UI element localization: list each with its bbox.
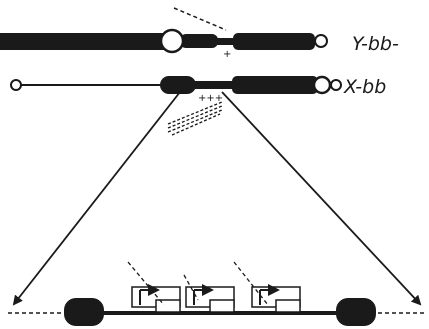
y-chromosome-left-arm (0, 33, 170, 50)
zoom-right-heterochromatin (336, 298, 376, 326)
x-plus-signs: +++ (198, 93, 223, 104)
y-plus-sign: + (223, 49, 231, 60)
zoom-left-heterochromatin (64, 298, 104, 326)
zoom-arrow-right (221, 91, 422, 306)
x-chromosome-right-telomere (330, 79, 342, 91)
promoter-arrow-3-icon (259, 284, 280, 305)
y-chromosome-label: Y-bb- (352, 33, 399, 55)
x-chromosome: +++ X-bb (10, 75, 386, 104)
y-chromosome-telomere (314, 34, 328, 48)
y-centromere-circle (159, 28, 185, 54)
x-chromosome-heterochromatin-block (160, 76, 196, 94)
x-chromosome-nucleolar-segment (194, 81, 232, 89)
promoter-arrow-2-icon (193, 284, 214, 305)
rdna-repeat-unit-3 (233, 261, 301, 313)
y-chromosome-narrow-segment (215, 38, 237, 45)
x-centromere-circle (312, 75, 332, 95)
zoom-arrow-left (12, 91, 181, 306)
x-chromosome-right-arm (232, 76, 318, 94)
y-chromosome-neck (180, 34, 218, 48)
x-chromosome-left-telomere (10, 79, 22, 91)
zoomed-region (8, 261, 424, 326)
y-chromosome-right-arm (233, 33, 315, 50)
rdna-repeat-unit-1 (127, 261, 181, 313)
y-rdna-dashed-line (173, 7, 227, 31)
y-chromosome: + Y-bb- (0, 7, 399, 60)
x-chromosome-label: X-bb (343, 76, 386, 98)
x-rdna-dashed-lines (167, 101, 223, 136)
rdna-repeat-unit-2 (183, 274, 235, 313)
promoter-arrow-1-icon (139, 284, 160, 305)
